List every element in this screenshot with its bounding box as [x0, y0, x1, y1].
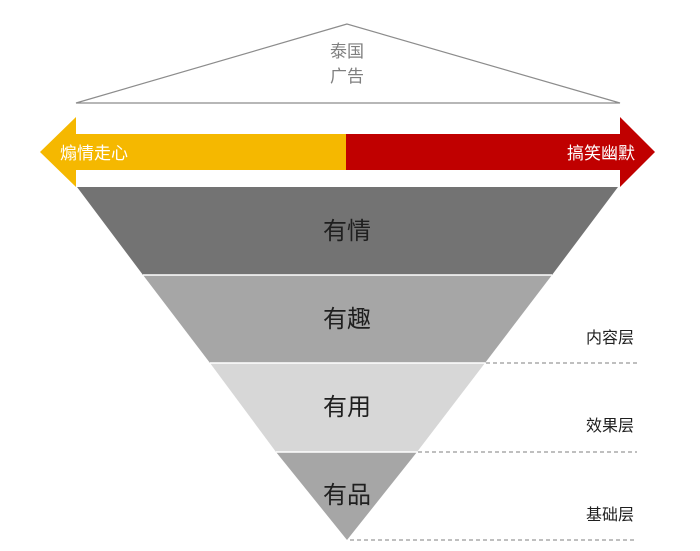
funnel-label-2: 有趣: [323, 305, 371, 333]
layer-label-base: 基础层: [586, 505, 634, 524]
funnel-level-1: [77, 187, 618, 275]
roof-title-line2: 广告: [330, 67, 364, 87]
funnel-level-4: [276, 452, 417, 540]
funnel-label-1: 有情: [323, 217, 371, 245]
arrow-left-label: 煽情走心: [60, 144, 128, 164]
funnel-label-3: 有用: [323, 393, 371, 421]
layer-label-effect: 效果层: [586, 416, 634, 435]
funnel-level-2: [143, 275, 552, 363]
arrow-right-label: 搞笑幽默: [567, 144, 635, 164]
funnel-label-4: 有品: [323, 481, 371, 509]
roof-title-line1: 泰国: [330, 42, 364, 62]
arrow-right-segment: [346, 117, 655, 187]
funnel-level-3: [210, 363, 485, 452]
roof-triangle: [75, 23, 621, 104]
layer-label-content: 内容层: [586, 328, 634, 347]
arrow-left-segment: [40, 117, 346, 187]
